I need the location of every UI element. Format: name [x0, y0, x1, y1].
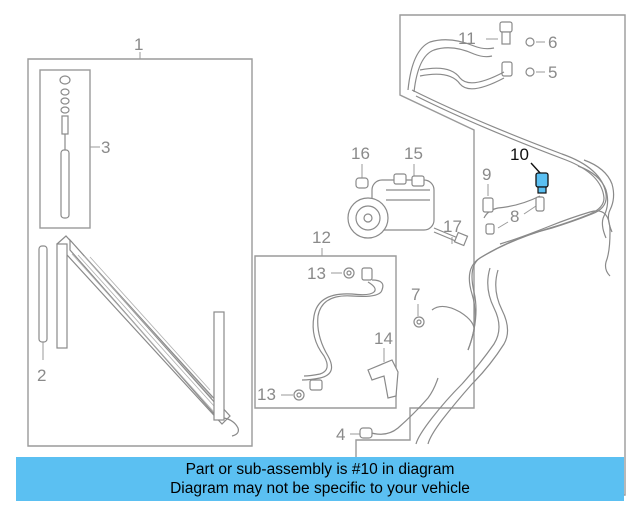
bolt-icon	[433, 227, 469, 247]
callout-11: 11	[458, 29, 476, 48]
charging-valve-icon	[482, 197, 494, 213]
callout-13a: 13	[307, 264, 326, 283]
suction-hose-icon	[301, 267, 384, 381]
callout-13b: 13	[257, 385, 276, 404]
callout-2: 2	[37, 366, 46, 385]
info-banner: Part or sub-assembly is #10 in diagram D…	[16, 457, 624, 501]
bracket-icon	[367, 359, 399, 399]
callout-10: 10	[510, 145, 529, 164]
callout-16: 16	[351, 144, 370, 163]
liquid-line-fitting-icon	[359, 427, 373, 439]
callout-3: 3	[101, 138, 110, 157]
callout-7: 7	[411, 285, 420, 304]
service-valve-icon	[501, 61, 513, 77]
callout-17: 17	[443, 217, 462, 236]
lines-frame	[355, 14, 626, 496]
callout-14: 14	[374, 329, 393, 348]
callout-4: 4	[336, 425, 345, 444]
callout-1: 1	[134, 35, 143, 54]
banner-line-1: Part or sub-assembly is #10 in diagram	[185, 461, 455, 478]
callout-12: 12	[312, 228, 331, 247]
refrigerant-lines-icon	[367, 39, 615, 445]
callout-5: 5	[548, 63, 557, 82]
banner-line-2: Diagram may not be specific to your vehi…	[170, 480, 470, 497]
pressure-sensor-icon	[499, 21, 513, 45]
callout-15: 15	[404, 144, 423, 163]
condenser-frame	[27, 58, 253, 447]
compressor-valve-icon	[355, 177, 369, 189]
hose-frame	[254, 255, 397, 409]
pressure-switch-highlighted-icon	[535, 172, 549, 194]
callout-9: 9	[482, 165, 491, 184]
callout-8: 8	[510, 207, 519, 226]
drier-frame	[39, 69, 91, 229]
condenser-icon	[38, 235, 239, 437]
callout-6: 6	[548, 33, 557, 52]
compressor-icon	[347, 173, 435, 239]
receiver-drier-icon	[59, 75, 71, 219]
